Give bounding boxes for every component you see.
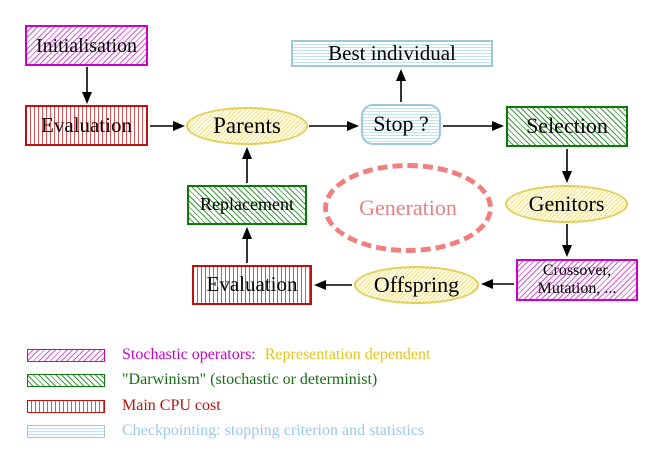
node-parents: Parents (186, 107, 308, 145)
legend-swatch-stochastic (27, 348, 105, 362)
node-stop-label: Stop ? (373, 111, 429, 137)
node-replacement-label: Replacement (200, 194, 294, 215)
legend-swatch-checkpointing (27, 424, 105, 438)
arrow-stop-to-selection (443, 121, 504, 131)
node-best-individual: Best individual (291, 40, 493, 67)
arrow-selection-to-genitors (562, 149, 572, 183)
legend-swatch-darwinism (27, 373, 105, 387)
legend-label-darwinism: "Darwinism" (stochastic or determinist) (122, 371, 378, 388)
arrow-offspring-to-evaluation (314, 280, 352, 290)
arrow-stop-to-best-individual (396, 69, 406, 102)
arrow-evaluation-to-replacement (242, 227, 252, 263)
node-selection: Selection (506, 106, 628, 147)
node-offspring-label: Offspring (373, 271, 460, 297)
generation-loop-ellipse: Generation (323, 163, 493, 253)
node-parents-label: Parents (213, 113, 281, 139)
arrow-replacement-to-parents (242, 147, 252, 183)
node-genitors: Genitors (505, 185, 628, 223)
legend-label-stochastic: Stochastic operators: (122, 346, 256, 363)
node-evaluation-bottom-label: Evaluation (206, 272, 298, 297)
legend-label-checkpointing: Checkpointing: stopping criterion and st… (122, 422, 425, 439)
node-initialisation-label: Initialisation (35, 34, 138, 57)
node-crossover-mutation: Crossover, Mutation, ... (516, 259, 638, 301)
legend-label-cpu-cost: Main CPU cost (122, 397, 221, 414)
arrow-parents-to-stop (309, 121, 359, 131)
node-crossover-label-line1: Crossover, (542, 262, 612, 280)
legend-row-cpu-cost: Main CPU cost (27, 397, 221, 414)
arrow-genitors-to-crossover (562, 224, 572, 257)
node-initialisation: Initialisation (25, 25, 148, 66)
arrow-evaluation-to-parents (150, 121, 185, 131)
node-replacement: Replacement (187, 185, 307, 225)
legend-row-darwinism: "Darwinism" (stochastic or determinist) (27, 371, 378, 388)
node-offspring: Offspring (354, 266, 479, 304)
arrow-initialisation-to-evaluation (82, 67, 92, 104)
generation-label: Generation (359, 194, 457, 220)
arrow-crossover-to-offspring (481, 279, 514, 289)
node-evaluation-top: Evaluation (25, 105, 148, 146)
node-evaluation-bottom: Evaluation (192, 265, 312, 305)
node-selection-label: Selection (526, 113, 608, 139)
node-crossover-label-line2: Mutation, ... (537, 280, 617, 297)
legend-row-checkpointing: Checkpointing: stopping criterion and st… (27, 422, 425, 439)
node-genitors-label: Genitors (528, 190, 605, 216)
legend-row-stochastic: Stochastic operators: Representation depe… (27, 346, 431, 363)
legend-swatch-cpu-cost (27, 399, 105, 413)
node-stop-decision: Stop ? (361, 104, 441, 145)
legend-label-representation: Representation dependent (264, 346, 431, 363)
node-evaluation-top-label: Evaluation (41, 112, 132, 137)
node-best-individual-label: Best individual (328, 40, 456, 65)
